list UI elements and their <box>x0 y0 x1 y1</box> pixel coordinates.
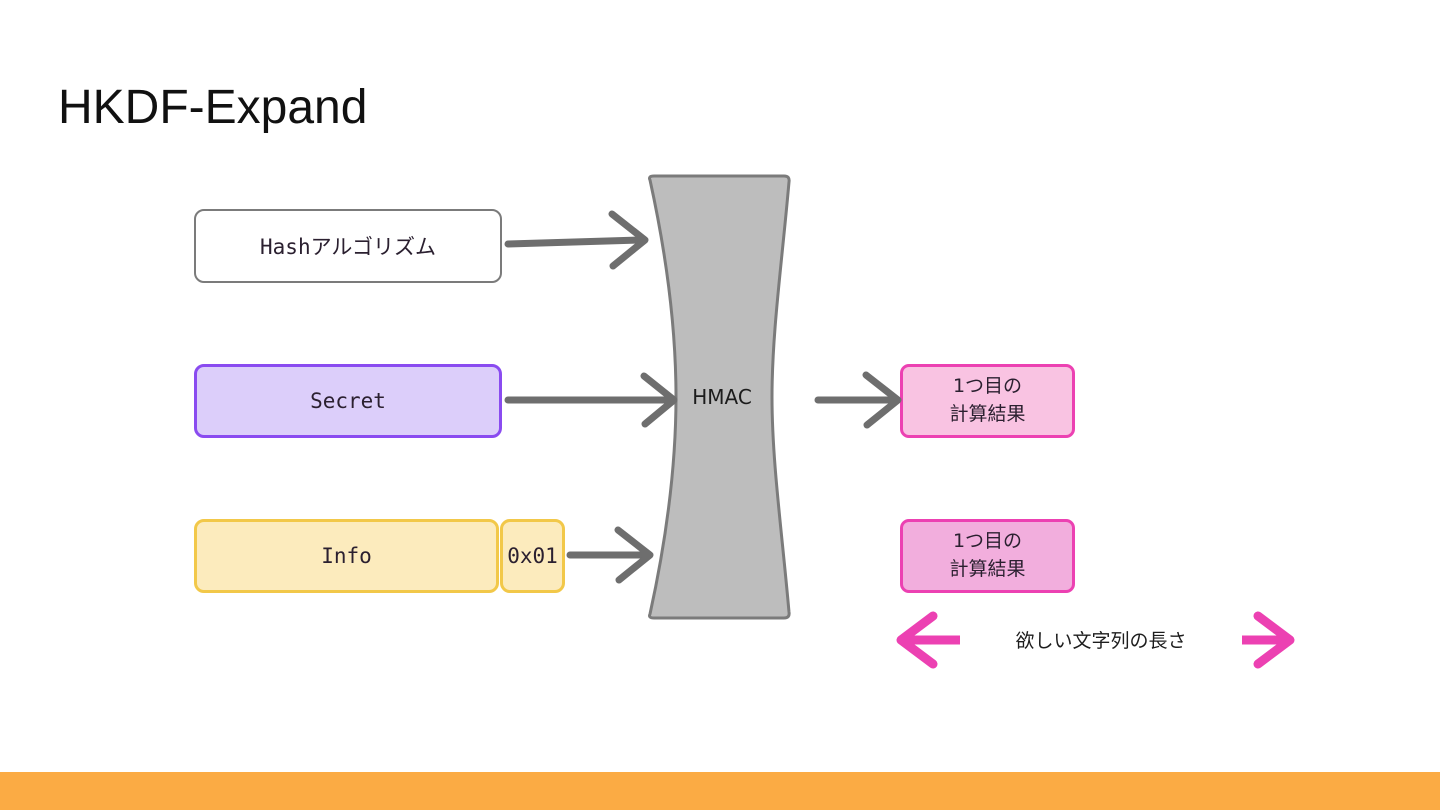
node-result-1-line1: 1つ目の <box>952 375 1023 398</box>
node-result-1-line2: 計算結果 <box>949 403 1026 425</box>
arrow-hmac-to-result <box>814 371 902 429</box>
page-title: HKDF-Expand <box>58 81 368 134</box>
node-hash-algorithm-label: Hashアルゴリズム <box>260 235 436 259</box>
arrow-hash-to-hmac <box>504 210 649 270</box>
length-measure-label: 欲しい文字列の長さ <box>960 624 1242 655</box>
footer-bar <box>0 772 1440 810</box>
node-result-2[interactable]: 1つ目の 計算結果 <box>900 519 1075 593</box>
node-result-2-label: 1つ目の 計算結果 <box>949 528 1025 583</box>
node-result-1-label: 1つ目の 計算結果 <box>949 373 1025 428</box>
node-counter-byte[interactable]: 0x01 <box>500 519 565 593</box>
node-counter-byte-label: 0x01 <box>507 544 558 568</box>
node-secret[interactable]: Secret <box>194 364 502 438</box>
node-result-2-line1: 1つ目の <box>952 530 1023 553</box>
node-info[interactable]: Info <box>194 519 499 593</box>
hmac-shape <box>648 174 791 620</box>
node-result-1[interactable]: 1つ目の 計算結果 <box>900 364 1075 438</box>
node-secret-label: Secret <box>310 389 386 413</box>
node-result-2-line2: 計算結果 <box>949 558 1026 580</box>
node-info-label: Info <box>321 544 372 568</box>
node-hash-algorithm[interactable]: Hashアルゴリズム <box>194 209 502 283</box>
